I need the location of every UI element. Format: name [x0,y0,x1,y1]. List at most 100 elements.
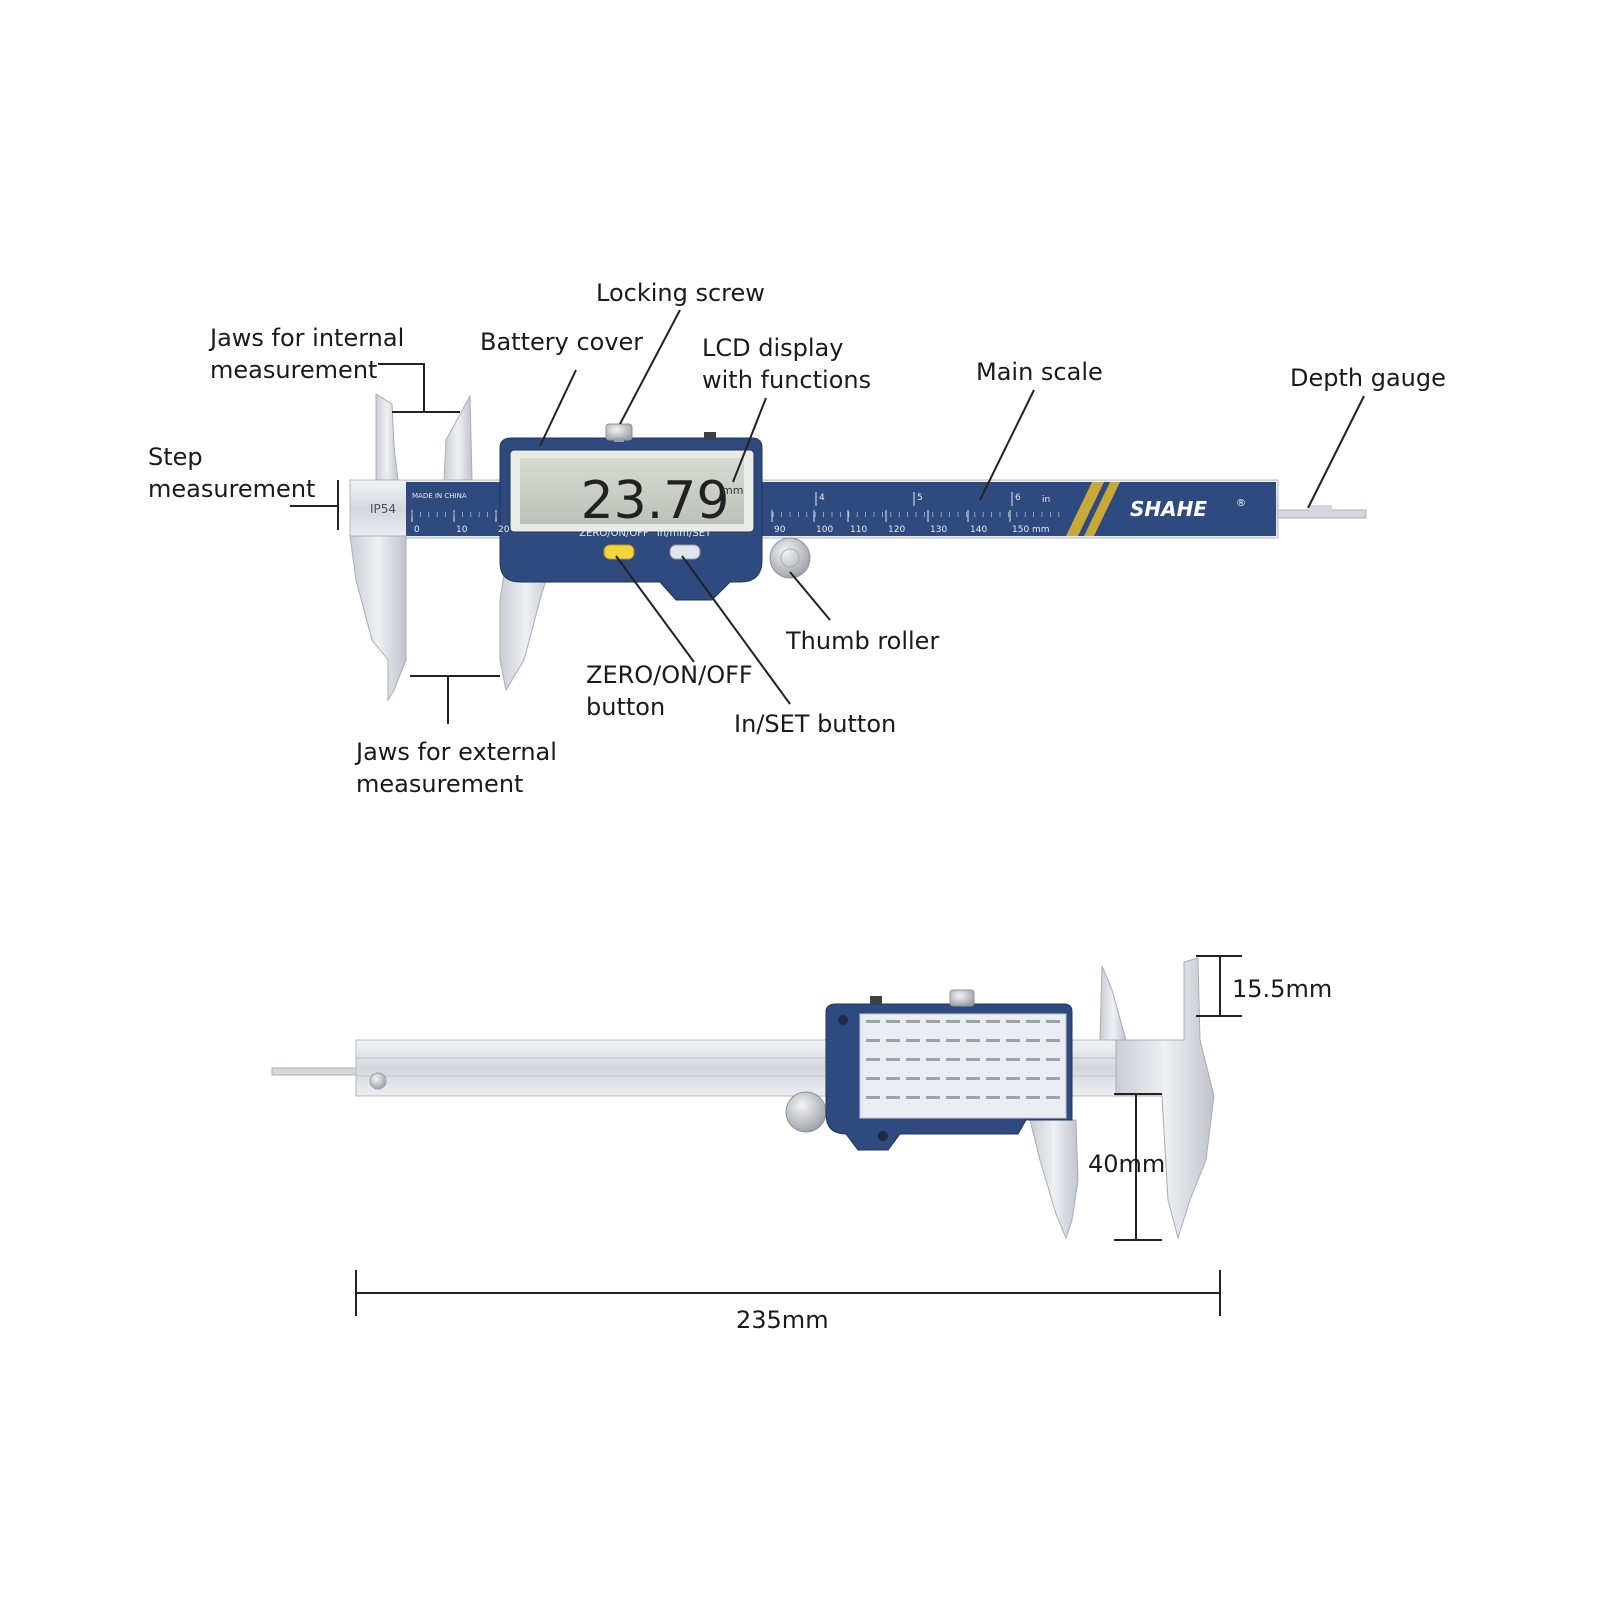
table-cell-mark [886,1039,900,1042]
zero-on-off-button[interactable] [603,544,635,560]
scale-mm-label: 120 [888,525,905,535]
table-cell-mark [966,1039,980,1042]
table-cell-mark [1006,1077,1020,1080]
table-cell-mark [886,1077,900,1080]
locking-screw[interactable] [605,423,633,441]
table-cell-mark [986,1077,1000,1080]
lcd-unit: mm [722,484,743,497]
scale-mm-unit: mm [1032,525,1050,535]
depth-gauge-rod-end [1310,505,1332,511]
scale-in-label: 4 [819,493,825,503]
fixed-jaw-back [1115,957,1215,1240]
table-cell-mark [986,1096,1000,1099]
label-main-scale: Main scale [976,358,1103,386]
table-cell-mark [926,1058,940,1061]
scale-mm-label: 140 [970,525,987,535]
moving-jaw-external-back [1029,1119,1079,1240]
leader-locking-screw [619,309,681,425]
leader-jaws-internal [378,363,425,413]
dimension-lines [355,955,1242,1316]
table-cell-mark [906,1058,920,1061]
table-cell-mark [1026,1077,1040,1080]
leader-thumb-roller [789,571,831,621]
table-cell-mark [926,1077,940,1080]
table-cell-mark [866,1020,880,1023]
dim-total-length: 235mm [736,1306,829,1334]
caliper-front-view: 23.79 mm ZERO/ON/OFF In/mm/SET IP54 MADE… [349,393,1367,702]
table-cell-mark [1006,1020,1020,1023]
label-battery-cover: Battery cover [480,328,644,356]
table-cell-mark [1026,1020,1040,1023]
in-set-button[interactable] [669,544,701,560]
depth-gauge-rod [1271,509,1367,519]
conversion-table [859,1013,1067,1119]
label-locking-screw: Locking screw [596,279,765,307]
table-cell-mark [966,1058,980,1061]
fixed-jaw-internal [375,393,399,481]
scale-mm-label: 150 [1012,525,1029,535]
scale-mm-label: 110 [850,525,867,535]
table-cell-mark [986,1058,1000,1061]
scale-in-label: 6 [1015,493,1021,503]
scale-in-label: 5 [917,493,923,503]
moving-jaw-internal [443,394,473,481]
thumb-roller[interactable] [769,537,811,579]
table-cell-mark [906,1096,920,1099]
table-cell-mark [1006,1039,1020,1042]
thumb-roller-back[interactable] [785,1091,827,1133]
fixed-jaw-external [349,535,407,702]
table-cell-mark [1026,1058,1040,1061]
lcd-reading: 23.79 [581,471,730,531]
locking-screw-back[interactable] [949,989,975,1007]
made-in-label: MADE IN CHINA [412,492,467,500]
table-cell-mark [946,1077,960,1080]
leader-lcd-display [732,397,767,483]
table-cell-mark [866,1077,880,1080]
table-cell-mark [946,1096,960,1099]
table-cell-mark [886,1058,900,1061]
label-thumb-roller: Thumb roller [786,627,940,655]
table-cell-mark [1046,1058,1060,1061]
scale-mm-label: 90 [774,525,786,535]
leader-lines [290,309,1365,724]
table-cell-mark [1026,1096,1040,1099]
label-zero-button: ZERO/ON/OFF button [586,661,753,721]
label-lcd-display: LCD display with functions [702,334,872,394]
leader-battery-cover [539,369,577,447]
scale-mm-label: 100 [816,525,833,535]
slider-tab [704,432,716,440]
caliper-back-view [271,957,1215,1240]
moving-jaw-internal-back [1099,965,1127,1041]
table-cell-mark [966,1077,980,1080]
scale-mm-label: 10 [456,525,468,535]
zero-button-caption: ZERO/ON/OFF [579,528,649,539]
beam-screw [369,1072,387,1090]
leader-zero-button [615,555,695,663]
table-cell-mark [926,1096,940,1099]
table-cell-mark [966,1096,980,1099]
leader-main-scale [979,389,1035,501]
scale-in-unit: in [1042,495,1050,505]
table-cell-mark [866,1096,880,1099]
leader-inset-button [681,555,791,705]
inset-button-caption: In/mm/SET [657,528,712,539]
lcd-display [520,458,744,524]
gold-stripe [1084,482,1120,536]
table-cell-mark [986,1039,1000,1042]
table-cell-mark [1006,1058,1020,1061]
label-inset-button: In/SET button [734,710,897,738]
table-cell-mark [966,1020,980,1023]
table-cell-mark [886,1096,900,1099]
table-cell-mark [946,1039,960,1042]
svg-text:®: ® [1236,498,1246,509]
table-cell-mark [986,1020,1000,1023]
table-cell-mark [906,1077,920,1080]
scale-mm-label: 130 [930,525,947,535]
scale-mm-label: 0 [414,525,420,535]
brand-logo: SHAHE [1130,497,1207,521]
scale-mm-label: 20 [498,525,510,535]
table-cell-mark [866,1058,880,1061]
table-cell-mark [1006,1096,1020,1099]
table-cell-mark [1046,1039,1060,1042]
